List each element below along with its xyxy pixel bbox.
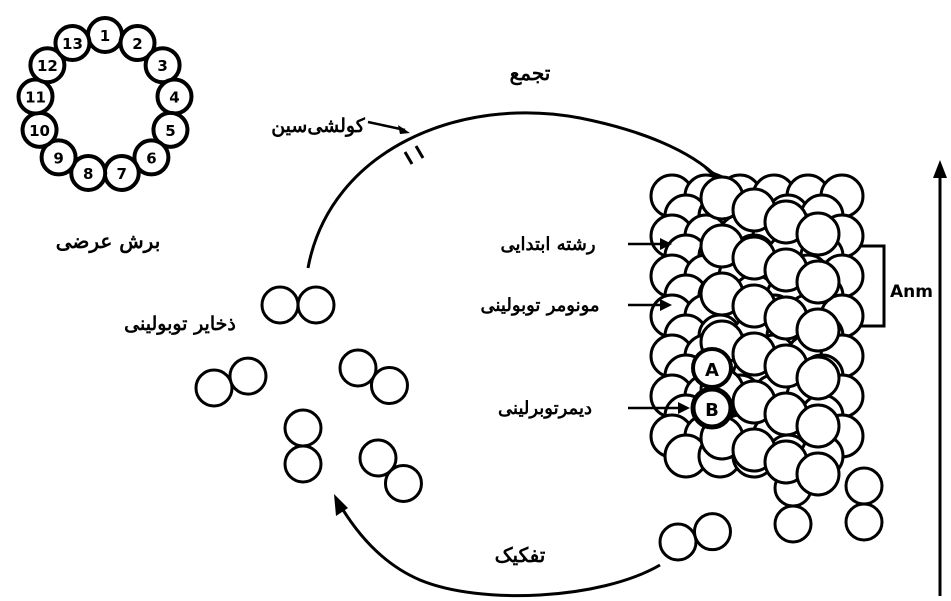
- protofilament-number-9: 9: [53, 149, 63, 167]
- protofilament-number-11: 11: [25, 89, 46, 107]
- free-dimer-7-second: [775, 506, 811, 542]
- colchicine-label: کولشی‌سین: [271, 115, 366, 137]
- microtubule-front-subunit-16: [797, 357, 839, 399]
- free-dimer-3-second: [371, 367, 407, 403]
- protofilament-number-6: 6: [146, 149, 156, 167]
- protofilament-number-2: 2: [132, 35, 142, 53]
- protofilament-number-12: 12: [37, 57, 58, 75]
- protofilament-number-1: 1: [100, 27, 110, 45]
- microtubule-front-subunit-24: [797, 453, 839, 495]
- growth-axis-arrowhead: [933, 160, 947, 178]
- tubulin-pool-label: ذخایر توبولینی: [124, 313, 236, 335]
- subunit-b-label: B: [705, 400, 719, 421]
- protofilament-number-7: 7: [117, 165, 127, 183]
- colchicine-block-mark-2: [416, 146, 423, 158]
- free-dimer-8-first: [846, 468, 882, 504]
- free-dimer-2-second: [230, 358, 266, 394]
- microtubule-front-subunit-20: [797, 405, 839, 447]
- microtubule-front-subunit-8: [797, 261, 839, 303]
- cross-section-caption: برش عرضی: [56, 229, 161, 254]
- colchicine-pointer-head: [398, 125, 410, 134]
- free-dimer-8-second: [846, 504, 882, 540]
- free-dimer-5-second: [385, 465, 421, 501]
- protofilament-number-4: 4: [169, 89, 179, 107]
- free-dimer-6-first: [660, 524, 696, 560]
- protofilament-number-10: 10: [29, 122, 50, 140]
- free-dimer-6-second: [694, 514, 730, 550]
- free-dimer-1-second: [298, 287, 334, 323]
- microtubule-wall: [651, 175, 863, 495]
- colchicine-block-mark-1: [405, 152, 412, 164]
- dimer-label: دیمرتوبرلینی: [498, 398, 592, 419]
- microtubule-front-subunit-12: [797, 309, 839, 351]
- free-dimer-4-second: [285, 446, 321, 482]
- protofilament-number-13: 13: [62, 35, 83, 53]
- monomer-label: مونومر توبولینی: [480, 295, 599, 316]
- free-dimer-1-first: [262, 287, 298, 323]
- subunit-a-label: A: [705, 360, 719, 381]
- disassembly-label: تفکیک: [495, 543, 546, 567]
- spacing-label: Anm: [890, 282, 933, 302]
- assembly-label: تجمع: [510, 61, 551, 86]
- free-dimer-4-first: [285, 410, 321, 446]
- protofilament-number-3: 3: [157, 57, 167, 75]
- protofilament-label: رشته ابتدایی: [500, 234, 595, 255]
- protofilament-number-8: 8: [83, 165, 93, 183]
- free-dimer-2-first: [196, 370, 232, 406]
- microtubule-front-subunit-4: [797, 213, 839, 255]
- protofilament-number-5: 5: [165, 122, 175, 140]
